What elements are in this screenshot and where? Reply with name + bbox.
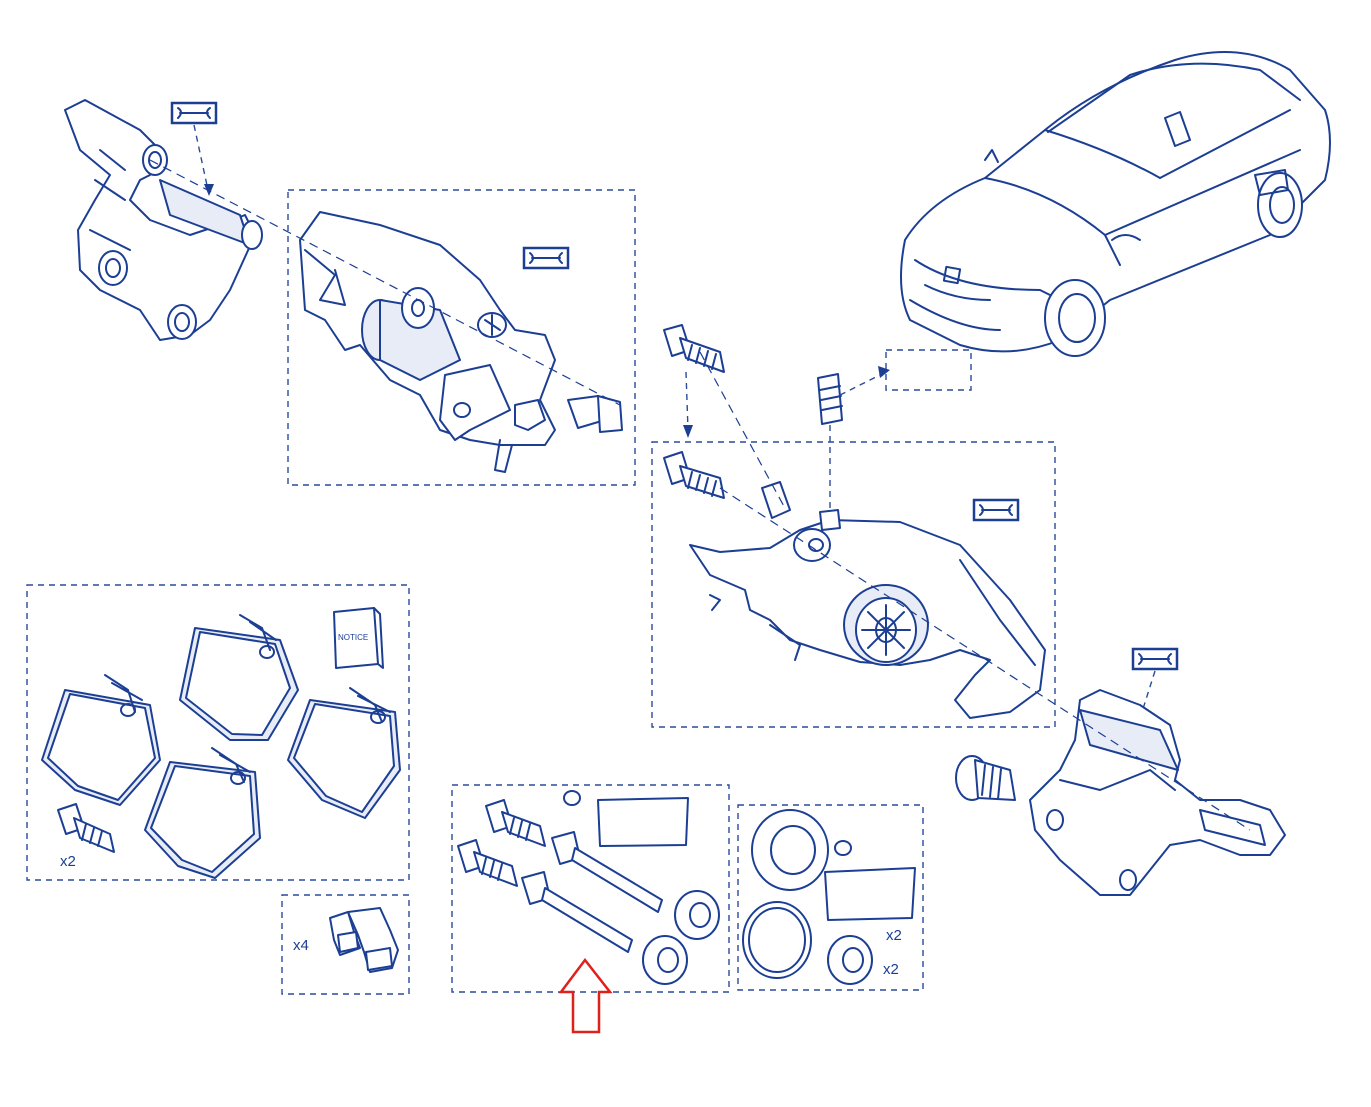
bleed-screw	[817, 373, 843, 425]
brake-pad	[287, 687, 401, 819]
up-arrow-icon	[558, 957, 613, 1034]
seal-kit	[742, 809, 916, 985]
pad-bolt-quantity: x2	[60, 853, 76, 870]
clip-kit-box[interactable]	[281, 894, 410, 995]
left-caliper	[299, 211, 623, 473]
seal-kit-box[interactable]	[737, 804, 924, 991]
seal-kit-quantity-b: x2	[883, 961, 899, 978]
pad-bolt	[57, 803, 115, 853]
right-caliper	[689, 481, 1046, 719]
info-tag-icon	[972, 498, 1020, 522]
info-tag-icon	[1131, 647, 1179, 671]
brake-pad-kit-box[interactable]	[26, 584, 410, 881]
leader-arrowhead-icon	[683, 425, 693, 438]
info-tag-icon	[522, 246, 570, 270]
right-caliper-group-box	[651, 441, 1056, 728]
brake-pad	[41, 674, 161, 806]
leader-arrowhead-icon	[204, 184, 214, 196]
notice-booklet: NOTICE	[333, 607, 384, 669]
bleed-screw-ref-box	[885, 349, 972, 391]
seal-kit-quantity-a: x2	[886, 927, 902, 944]
leader-arrowhead-icon	[878, 366, 890, 378]
left-caliper-bracket	[64, 99, 263, 341]
right-caliper-bracket	[955, 689, 1286, 896]
brake-pad	[179, 614, 299, 741]
clip-kit	[329, 907, 399, 973]
guide-pin-kit	[457, 790, 720, 985]
brake-pad	[144, 747, 261, 879]
info-tag-icon	[170, 101, 218, 125]
notice-label: NOTICE	[338, 633, 368, 642]
left-caliper-group-box	[287, 189, 636, 486]
caliper-bolt	[663, 451, 725, 499]
caliper-bolt	[663, 324, 725, 373]
car-illustration	[900, 51, 1331, 357]
clip-kit-quantity: x4	[293, 937, 309, 954]
